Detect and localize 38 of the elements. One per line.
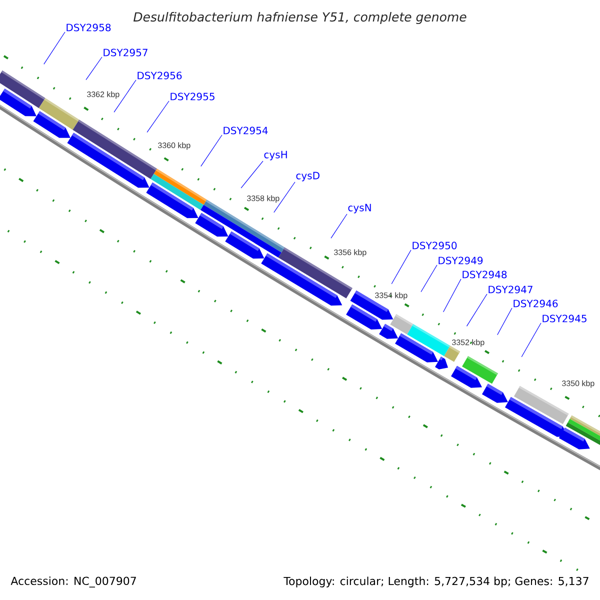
gene-label: DSY2945: [542, 314, 586, 322]
leader-line: [521, 322, 542, 358]
leader-line: [443, 278, 462, 312]
footer-text: Accession: NC_007907: [10, 576, 136, 588]
gene-label: DSY2958: [66, 24, 111, 32]
tick-label: 3356 kbp: [334, 249, 366, 257]
leader-line: [240, 160, 264, 188]
leader-line: [274, 182, 296, 213]
gene-label: DSY2956: [138, 72, 182, 80]
tick-label: 3350 kbp: [562, 380, 594, 388]
gene-label: DSY2955: [170, 92, 214, 100]
leader-line: [200, 134, 222, 167]
tick-label: 3352 kbp: [452, 339, 484, 347]
gene-label: cysD: [296, 172, 320, 182]
leader-line: [44, 32, 66, 64]
leader-line: [497, 308, 512, 336]
gene-label: DSY2949: [438, 256, 483, 264]
gene-label: DSY2947: [488, 286, 532, 294]
leader-line: [330, 214, 348, 238]
gene-label: cysN: [348, 204, 371, 214]
gene-label: DSY2954: [224, 126, 268, 134]
tick-label: 3354 kbp: [375, 292, 408, 300]
footer-text: Topology: circular; Length: 5,727,534 bp; Genes: 5,137: [284, 576, 588, 588]
tick-label: 3362 kbp: [87, 91, 120, 99]
gene-label: DSY2950: [412, 242, 457, 250]
tick-label: 3358 kbp: [247, 195, 280, 203]
title: Desulfitobacterium hafniense Y51, complete genome: [134, 12, 466, 24]
leader-line: [114, 80, 136, 112]
gene-label: cysH: [264, 150, 287, 160]
gene-label: DSY2957: [104, 48, 148, 56]
leader-line: [391, 250, 412, 284]
leader-line: [420, 264, 438, 292]
gene-label: DSY2948: [462, 270, 507, 278]
leader-line: [86, 56, 102, 80]
gene-label: DSY2946: [514, 300, 558, 308]
tick-label: 3360 kbp: [158, 142, 190, 150]
leader-line: [466, 294, 488, 326]
leader-line: [146, 100, 170, 133]
